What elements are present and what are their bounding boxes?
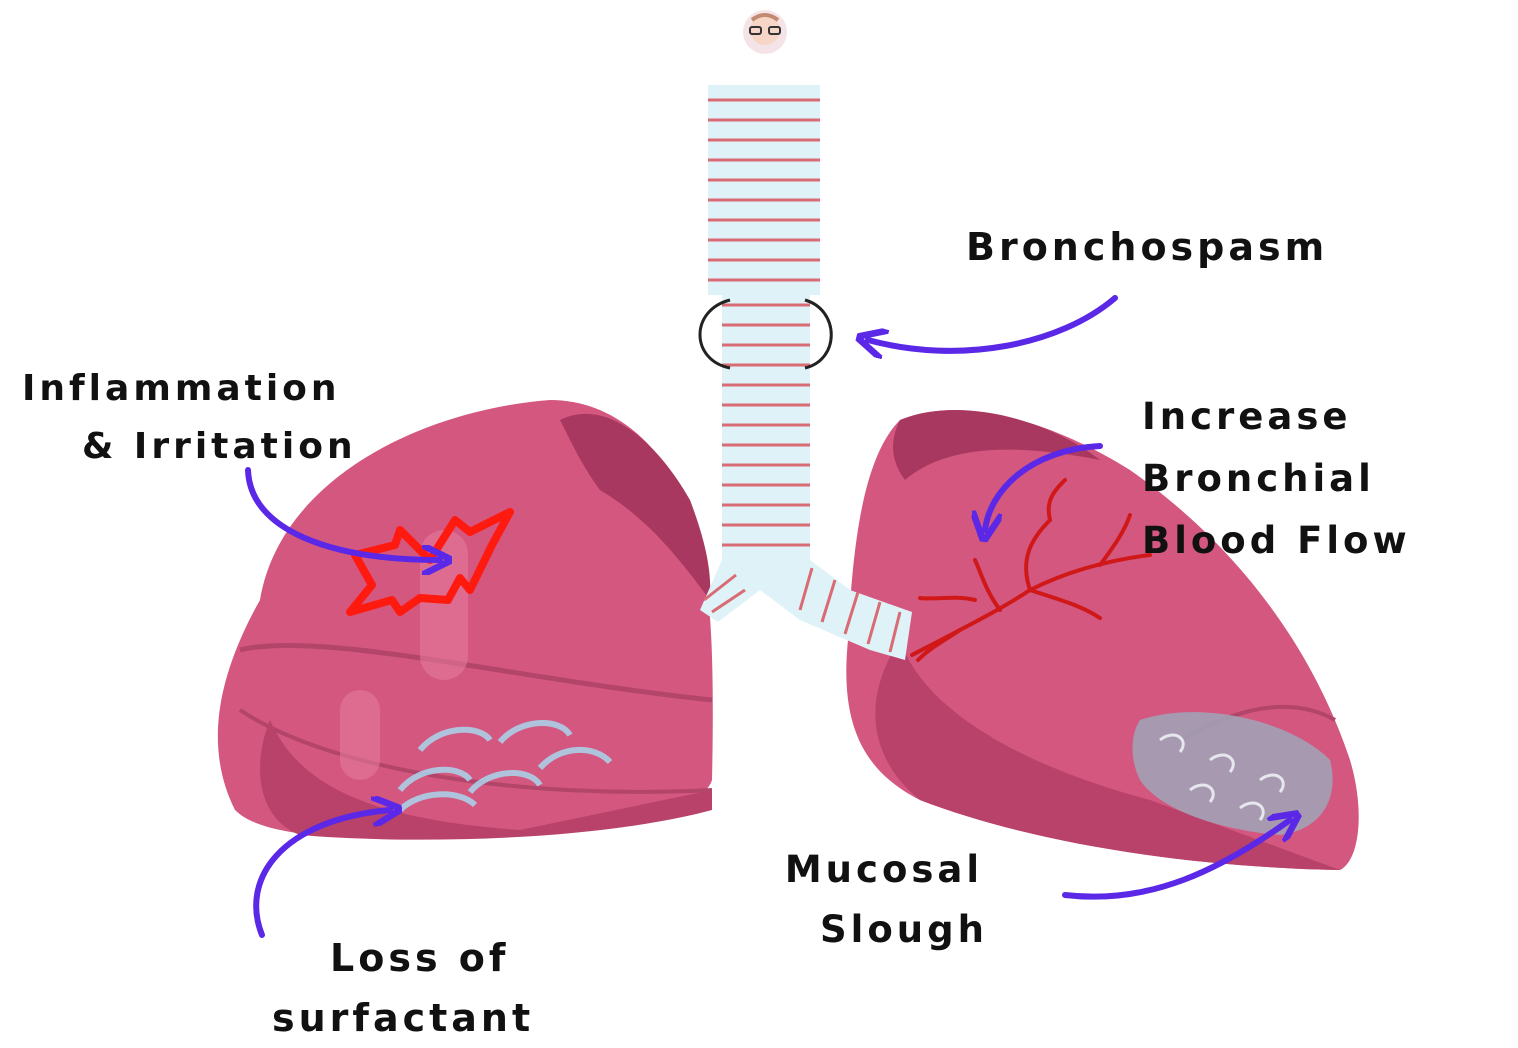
label-bronchospasm: Bronchospasm bbox=[966, 228, 1328, 266]
label-bronchospasm-text: Bronchospasm bbox=[966, 228, 1328, 266]
label-mucosal-line-1: Mucosal bbox=[780, 840, 988, 900]
label-mucosal-line-2: Slough bbox=[780, 900, 988, 960]
arrow-bronchospasm bbox=[868, 298, 1115, 351]
label-blood-flow-line-1: Increase bbox=[1142, 386, 1411, 448]
label-surfactant-line-1: Loss of bbox=[272, 928, 534, 988]
logo-icon bbox=[743, 10, 787, 54]
label-bronchial-blood-flow: Increase Bronchial Blood Flow bbox=[1142, 386, 1411, 572]
label-blood-flow-line-3: Blood Flow bbox=[1142, 510, 1411, 572]
label-surfactant-line-2: surfactant bbox=[272, 988, 534, 1048]
label-loss-of-surfactant: Loss of surfactant bbox=[272, 928, 534, 1048]
label-mucosal-slough: Mucosal Slough bbox=[780, 840, 988, 960]
label-blood-flow-line-2: Bronchial bbox=[1142, 448, 1411, 510]
label-inflammation: Inflammation & Irritation bbox=[22, 360, 357, 476]
label-inflammation-line-1: Inflammation bbox=[22, 360, 357, 418]
label-inflammation-line-2: & Irritation bbox=[22, 418, 357, 476]
